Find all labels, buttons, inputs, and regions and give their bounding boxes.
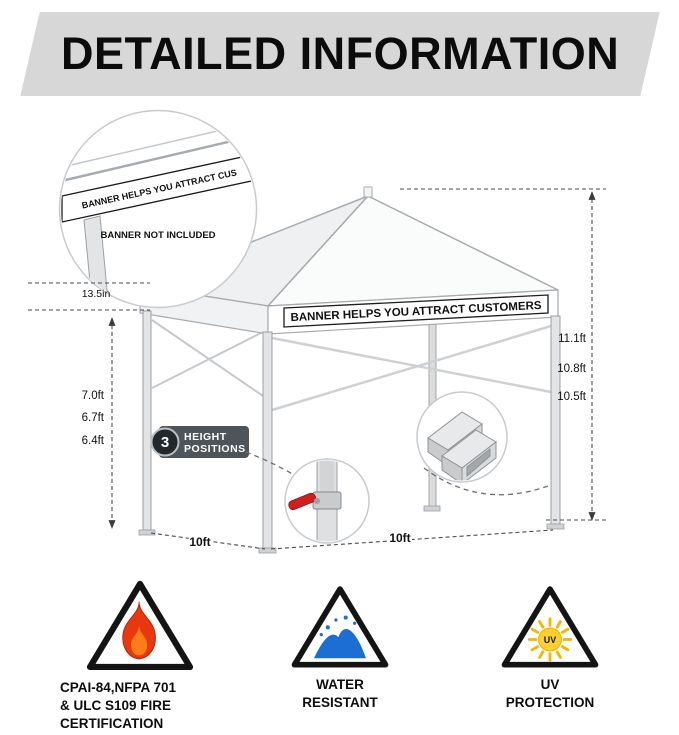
- fire-certification-label: CPAI-84,NFPA 701 & ULC S109 FIRE CERTIFI…: [60, 680, 177, 731]
- peak-height-label-3: 10.5ft: [557, 391, 587, 403]
- width-label: 10ft: [389, 531, 410, 545]
- square-tube-icon: [427, 411, 497, 481]
- badge-line1: HEIGHT: [184, 431, 227, 443]
- peak-height-label-2: 10.8ft: [557, 363, 587, 375]
- valance-height-label: 13.5in: [82, 288, 111, 300]
- depth-label: 10ft: [189, 535, 210, 549]
- tent-trusses: [151, 319, 552, 412]
- water-resistant-label: WATER RESISTANT: [302, 677, 378, 710]
- badge-line2: POSITIONS: [184, 443, 246, 455]
- height-positions-badge: 3 HEIGHT POSITIONS: [150, 426, 249, 458]
- height-label-3: 6.4ft: [82, 435, 105, 447]
- banner-zoom-inset: BANNER HELPS YOU ATTRACT CUS BANNER NOT …: [58, 109, 258, 309]
- peak-height-label-1: 11.1ft: [558, 333, 587, 345]
- measurements: 13.5in 7.0ft 6.7ft 6.4ft 11.1ft 10.8ft 1…: [28, 188, 606, 551]
- height-label-1: 7.0ft: [82, 390, 105, 402]
- features-row: CPAI-84,NFPA 701 & ULC S109 FIRE CERTIFI…: [0, 573, 679, 735]
- leader-lines: [245, 451, 549, 496]
- uv-protection-label: UV PROTECTION: [505, 677, 595, 710]
- water-icon: [314, 628, 366, 659]
- feature-uv-protection: UV UV PROTECTION: [460, 581, 640, 712]
- feature-water-resistant: WATER RESISTANT: [250, 581, 430, 712]
- uv-protection-icon: UV: [501, 586, 599, 668]
- water-resistant-icon: [291, 586, 389, 668]
- peak-cap: [363, 186, 373, 198]
- fire-certification-icon: [86, 580, 194, 671]
- badge-number: 3: [161, 434, 169, 451]
- tube-material-inset: [416, 391, 508, 483]
- height-label-2: 6.7ft: [82, 412, 105, 424]
- sun-uv-icon: [527, 617, 573, 662]
- tent-legs: [138, 310, 565, 554]
- red-lever-icon: [288, 492, 317, 511]
- feature-fire-certification: CPAI-84,NFPA 701 & ULC S109 FIRE CERTIFI…: [35, 575, 245, 732]
- thumb-lock-inset: [284, 458, 370, 544]
- uv-sun-text: UV: [544, 635, 556, 645]
- banner-not-included-note: BANNER NOT INCLUDED: [100, 230, 215, 241]
